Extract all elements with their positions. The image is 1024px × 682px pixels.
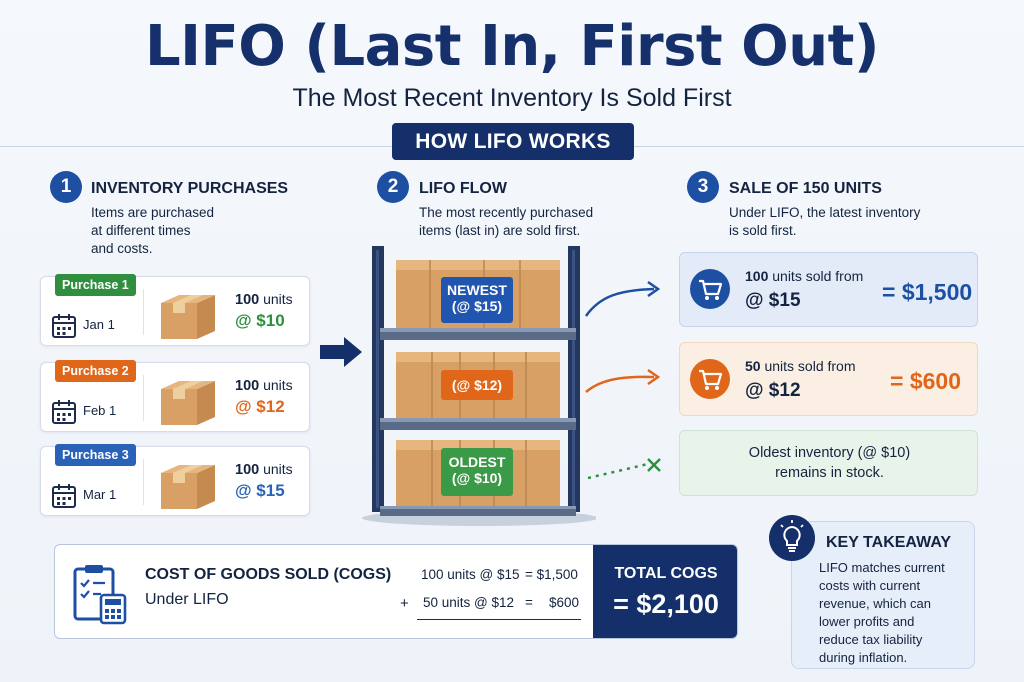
step-2-number: 2 [377, 171, 409, 203]
how-lifo-works-badge: HOW LIFO WORKS [392, 123, 634, 160]
purchase-cost: @ $10 [235, 311, 285, 330]
oldest-label: OLDEST (@ $10) [441, 448, 513, 496]
step-2-description: The most recently purchased items (last … [419, 205, 594, 238]
purchase-tag: Purchase 2 [55, 360, 136, 382]
cogs-row-2-calc: 50 units @ $12 [423, 595, 515, 610]
cogs-plus: + [400, 595, 409, 612]
step-3-number: 3 [687, 171, 719, 203]
sale-price: @ $15 [745, 290, 801, 311]
step-2-title: LIFO FLOW [419, 180, 507, 197]
step-1-number: 1 [50, 171, 82, 203]
cogs-summary: COST OF GOODS SOLD (COGS) Under LIFO 100… [54, 544, 738, 639]
key-takeaway-text: LIFO matches current costs with current … [819, 560, 945, 665]
purchase-card-1: Purchase 1 Jan 1 100 units @ $10 [40, 274, 310, 346]
calendar-icon [52, 484, 76, 508]
purchase-date: Jan 1 [83, 317, 115, 332]
step-3-description: Under LIFO, the latest inventory is sold… [729, 205, 921, 238]
total-cogs-label: TOTAL COGS [614, 565, 718, 582]
cogs-row-2-value: $600 [549, 595, 580, 610]
cogs-subtitle: Under LIFO [145, 591, 229, 608]
sale-total: = $600 [890, 368, 961, 394]
cogs-sum-line [417, 619, 581, 620]
calendar-icon [52, 314, 76, 338]
box-icon [161, 465, 215, 509]
step-3-title: SALE OF 150 UNITS [729, 180, 882, 197]
purchase-date: Feb 1 [83, 403, 117, 418]
calendar-icon [52, 400, 76, 424]
purchase-tag: Purchase 3 [55, 444, 136, 466]
cogs-row-1-calc: 100 units @ $15 [421, 567, 520, 582]
key-takeaway-card: LIFO matches current costs with current … [791, 521, 975, 669]
remaining-line-1: Oldest inventory (@ $10) [748, 445, 911, 461]
purchase-card-3: Purchase 3 Mar 1 100 units @ $15 [40, 444, 310, 516]
newest-label: NEWEST (@ $15) [441, 277, 513, 323]
cogs-row-1-value: = $1,500 [525, 567, 578, 582]
sale-units: 50 units sold from [745, 358, 856, 374]
purchase-date: Mar 1 [83, 487, 117, 502]
purchase-tag: Purchase 1 [55, 274, 136, 296]
lightbulb-icon-circle [769, 515, 815, 561]
purchase-card-2: Purchase 2 Feb 1 100 units @ $12 [40, 360, 310, 432]
sale-total: = $1,500 [882, 279, 973, 305]
sale-card-1: 100 units sold from @ $15 = $1,500 [679, 252, 978, 327]
remaining-stock-card: Oldest inventory (@ $10) remains in stoc… [679, 430, 978, 496]
step-1-title: INVENTORY PURCHASES [91, 180, 289, 197]
remaining-line-2: remains in stock. [775, 465, 884, 481]
clipboard-calculator-icon [73, 565, 127, 625]
cogs-row-2-equals: = [525, 595, 533, 610]
inventory-shelf [362, 246, 596, 526]
box-icon [161, 381, 215, 425]
sale-icon-circle [690, 269, 730, 309]
middle-label: (@ $12) [441, 370, 513, 400]
sale-units: 100 units sold from [745, 268, 864, 284]
cogs-title: COST OF GOODS SOLD (COGS) [145, 566, 392, 583]
flow-arrows [584, 280, 661, 480]
purchase-units: 100 units [235, 461, 293, 478]
total-cogs-value: = $2,100 [613, 589, 719, 619]
card-divider [143, 289, 144, 335]
key-takeaway-title: KEY TAKEAWAY [826, 534, 952, 551]
box-icon [161, 295, 215, 339]
lightbulb-icon [780, 520, 804, 552]
sale-price: @ $12 [745, 380, 801, 401]
page-title: LIFO (Last In, First Out) [144, 14, 880, 79]
purchase-cost: @ $15 [235, 481, 285, 500]
sale-icon-circle [690, 359, 730, 399]
total-cogs-panel: TOTAL COGS = $2,100 [593, 545, 737, 638]
page-subtitle: The Most Recent Inventory Is Sold First [292, 84, 732, 112]
purchase-cost: @ $12 [235, 397, 285, 416]
sale-card-2: 50 units sold from @ $12 = $600 [679, 342, 978, 416]
cart-icon [699, 369, 723, 390]
card-divider [143, 375, 144, 421]
cart-icon [699, 279, 723, 300]
purchase-units: 100 units [235, 291, 293, 308]
step-1-description: Items are purchased at different times a… [91, 205, 215, 256]
card-divider [143, 459, 144, 505]
purchase-units: 100 units [235, 377, 293, 394]
right-arrow-icon [320, 337, 362, 367]
